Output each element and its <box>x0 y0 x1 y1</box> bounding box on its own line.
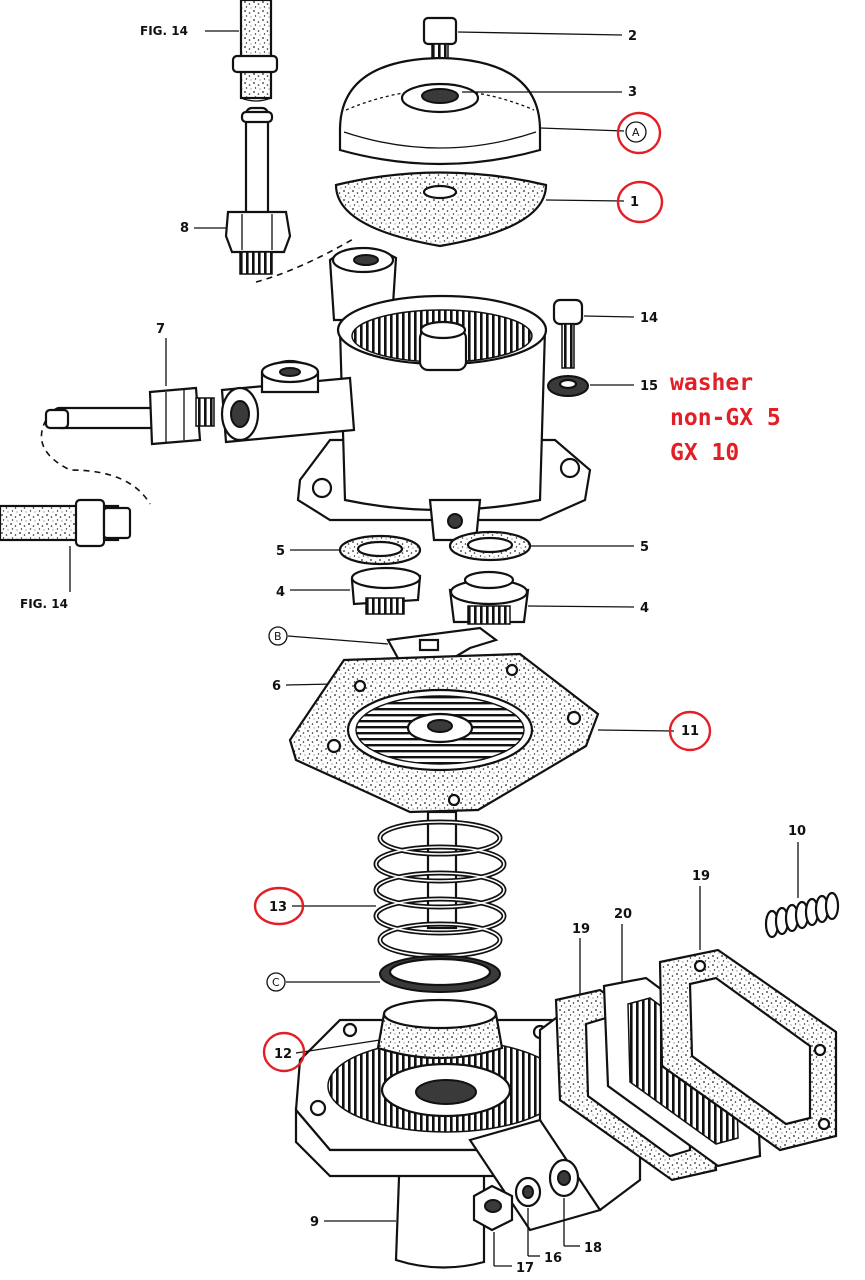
fig-ref-top: FIG. 14 <box>140 24 188 38</box>
leader-2 <box>457 31 623 36</box>
leader-a <box>539 127 625 132</box>
highlight-a <box>616 111 662 155</box>
callout-19-right: 19 <box>692 869 710 884</box>
highlight-12 <box>262 1031 306 1073</box>
annotation-gx: GX 10 <box>670 440 739 466</box>
leader-12 <box>295 1039 381 1054</box>
part-5-gasket-left <box>338 534 422 566</box>
callout-b-ring <box>268 626 288 646</box>
callout-a: A <box>632 126 640 139</box>
callout-13: 13 <box>269 900 287 915</box>
lower-fuel-hose <box>0 498 132 548</box>
callout-1: 1 <box>630 195 639 210</box>
dashed-line-top <box>255 237 356 283</box>
leader-11 <box>597 729 675 732</box>
leader-14 <box>583 315 635 318</box>
part-10-spring <box>764 891 840 939</box>
callout-5-left: 5 <box>276 544 285 559</box>
part-4-valve-left <box>350 566 422 615</box>
callout-5-right: 5 <box>640 540 649 555</box>
dashed-line-left <box>40 419 151 505</box>
part-19-gasket-right <box>658 948 838 1152</box>
callout-14: 14 <box>640 311 658 326</box>
part-18-washer <box>548 1158 580 1198</box>
callout-c-ring <box>266 972 286 992</box>
callout-9: 9 <box>310 1215 319 1230</box>
highlight-13 <box>253 886 305 926</box>
callout-15: 15 <box>640 379 658 394</box>
part-4-valve-right <box>448 570 530 625</box>
leader-b <box>287 635 389 645</box>
callout-12: 12 <box>274 1047 292 1062</box>
annotation-washer: washer <box>670 370 753 396</box>
highlight-1 <box>616 180 664 224</box>
annotation-non-gx: non-GX 5 <box>670 405 781 431</box>
callout-3: 3 <box>628 85 637 100</box>
part-a-cover <box>338 56 542 166</box>
part-5-gasket-right <box>448 530 532 562</box>
callout-2: 2 <box>628 29 637 44</box>
highlight-11 <box>668 710 712 752</box>
callout-8: 8 <box>180 221 189 236</box>
inlet-boss <box>220 360 356 444</box>
callout-17: 17 <box>516 1261 534 1276</box>
part-7-fitting <box>44 386 215 446</box>
part-17-nut <box>472 1184 514 1232</box>
callout-7: 7 <box>156 322 165 337</box>
pump-body <box>296 246 592 542</box>
callout-20: 20 <box>614 907 632 922</box>
callout-10: 10 <box>788 824 806 839</box>
callout-a-ring <box>625 121 647 143</box>
fig-ref-bottom: FIG. 14 <box>20 597 68 611</box>
part-11-diaphragm <box>288 652 600 814</box>
pushrod <box>426 810 458 930</box>
part-1-filter <box>334 171 548 248</box>
callout-11: 11 <box>681 724 699 739</box>
upper-fuel-hose <box>231 0 279 102</box>
callout-c: C <box>272 976 280 989</box>
callout-4-right: 4 <box>640 601 649 616</box>
part-14-screw <box>552 298 584 369</box>
leader-1 <box>545 199 625 202</box>
part-16-washer <box>514 1176 542 1208</box>
part-8-fitting <box>224 106 292 275</box>
part-c-washer <box>379 955 501 993</box>
part-15-washer <box>547 375 589 397</box>
callout-16: 16 <box>544 1251 562 1266</box>
callout-4-left: 4 <box>276 585 285 600</box>
callout-6: 6 <box>272 679 281 694</box>
callout-b: B <box>274 630 282 643</box>
callout-18: 18 <box>584 1241 602 1256</box>
callout-19-mid: 19 <box>572 922 590 937</box>
leader-4-right <box>527 605 635 608</box>
